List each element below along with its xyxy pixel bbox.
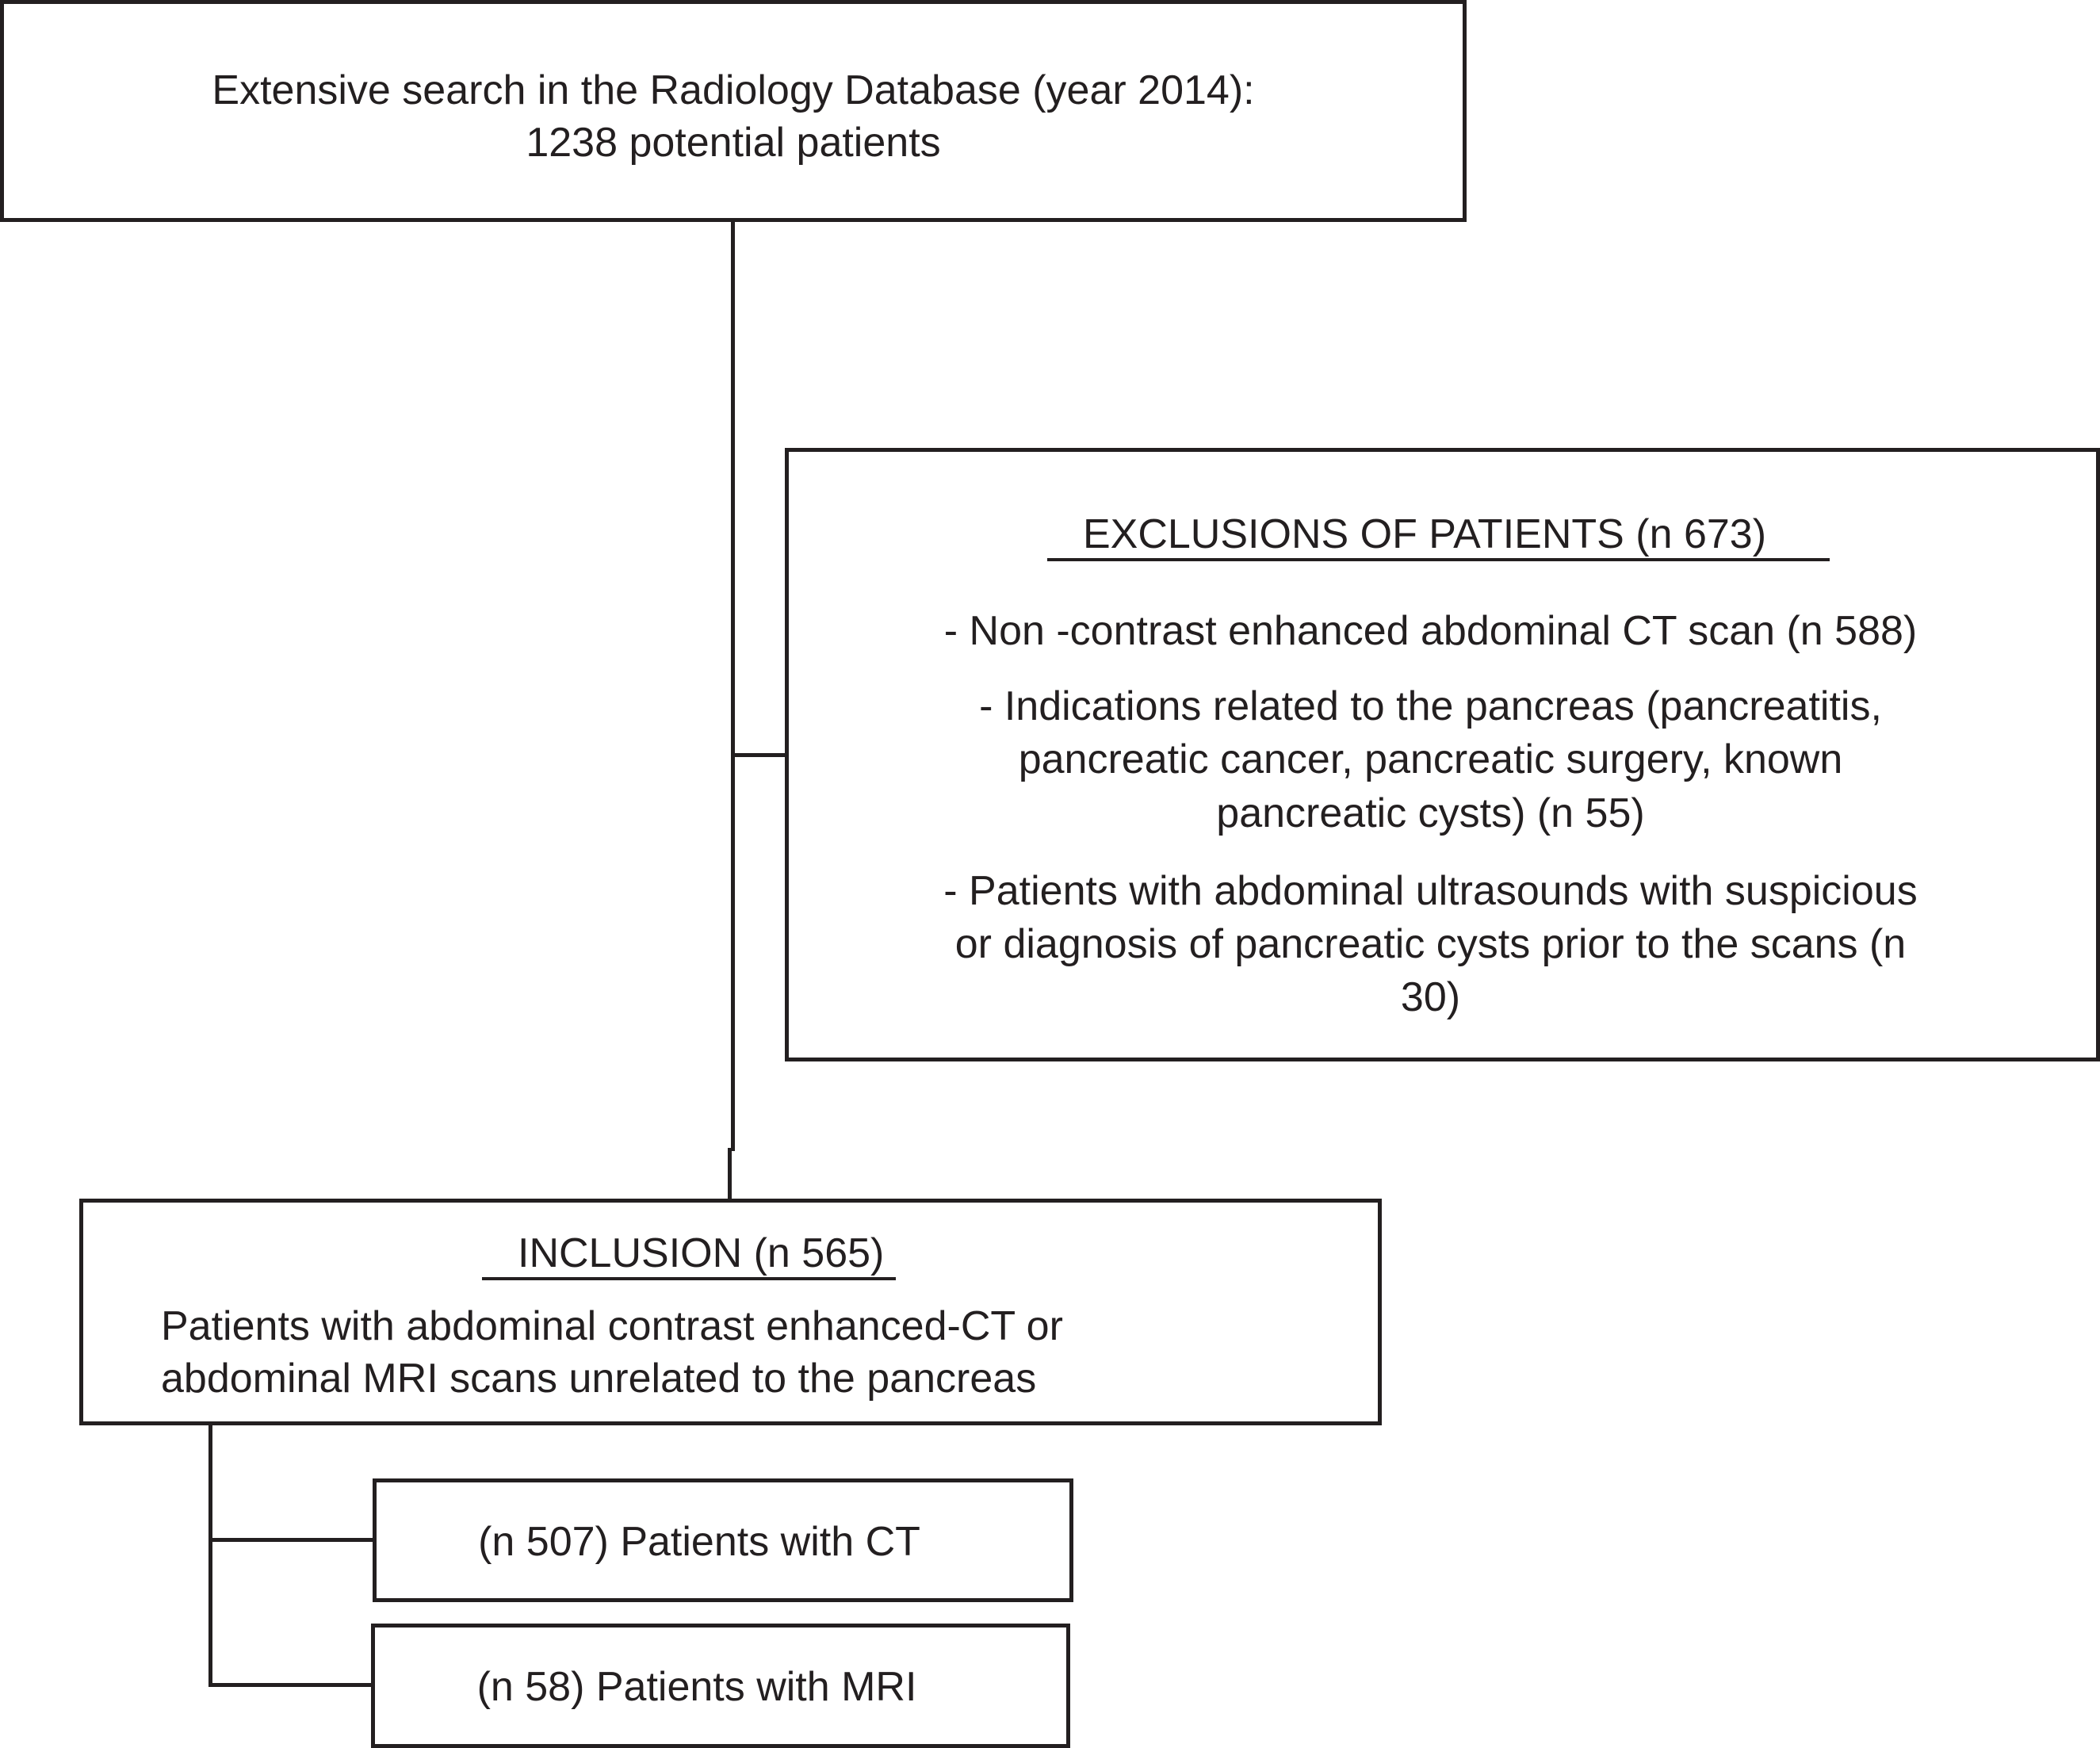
exclusion-item-pancreas-line3: pancreatic cysts) (n 55) bbox=[1216, 790, 1645, 836]
search-text-line2: 1238 potential patients bbox=[526, 120, 941, 166]
exclusions-heading: EXCLUSIONS OF PATIENTS (n 673) bbox=[1046, 514, 1830, 561]
connector-to-ct bbox=[208, 1538, 374, 1542]
inclusion-heading: INCLUSION (n 565) bbox=[482, 1233, 897, 1280]
exclusion-item-pancreas-line2: pancreatic cancer, pancreatic surgery, k… bbox=[1018, 736, 1843, 782]
connector-inclusion-stub bbox=[728, 1148, 732, 1200]
exclusions-box: EXCLUSIONS OF PATIENTS (n 673) - Non -co… bbox=[785, 448, 2100, 1061]
ct-patients-label: (n 507) Patients with CT bbox=[478, 1519, 920, 1565]
search-box: Extensive search in the Radiology Databa… bbox=[0, 0, 1467, 222]
inclusion-text-line2: abdominal MRI scans unrelated to the pan… bbox=[161, 1356, 1037, 1402]
inclusion-box: INCLUSION (n 565) Patients with abdomina… bbox=[79, 1199, 1382, 1425]
mri-patients-box: (n 58) Patients with MRI bbox=[371, 1624, 1070, 1748]
mri-patients-label: (n 58) Patients with MRI bbox=[476, 1664, 917, 1710]
ct-patients-box: (n 507) Patients with CT bbox=[373, 1478, 1073, 1602]
connector-search-to-inclusion bbox=[731, 222, 735, 1149]
connector-to-mri bbox=[208, 1683, 373, 1687]
exclusion-item-ultrasound-line2: or diagnosis of pancreatic cysts prior t… bbox=[954, 921, 1907, 967]
inclusion-text-line1: Patients with abdominal contrast enhance… bbox=[161, 1303, 1063, 1349]
exclusion-item-ultrasound-line1: - Patients with abdominal ultrasounds wi… bbox=[943, 868, 1918, 914]
search-text-line1: Extensive search in the Radiology Databa… bbox=[212, 67, 1255, 113]
connector-to-exclusions bbox=[731, 753, 786, 757]
exclusion-item-non-contrast: - Non -contrast enhanced abdominal CT sc… bbox=[943, 608, 1918, 654]
exclusion-item-pancreas-line1: - Indications related to the pancreas (p… bbox=[979, 683, 1882, 729]
connector-inclusion-down bbox=[208, 1425, 212, 1687]
exclusion-item-ultrasound-line3: 30) bbox=[1400, 974, 1461, 1020]
